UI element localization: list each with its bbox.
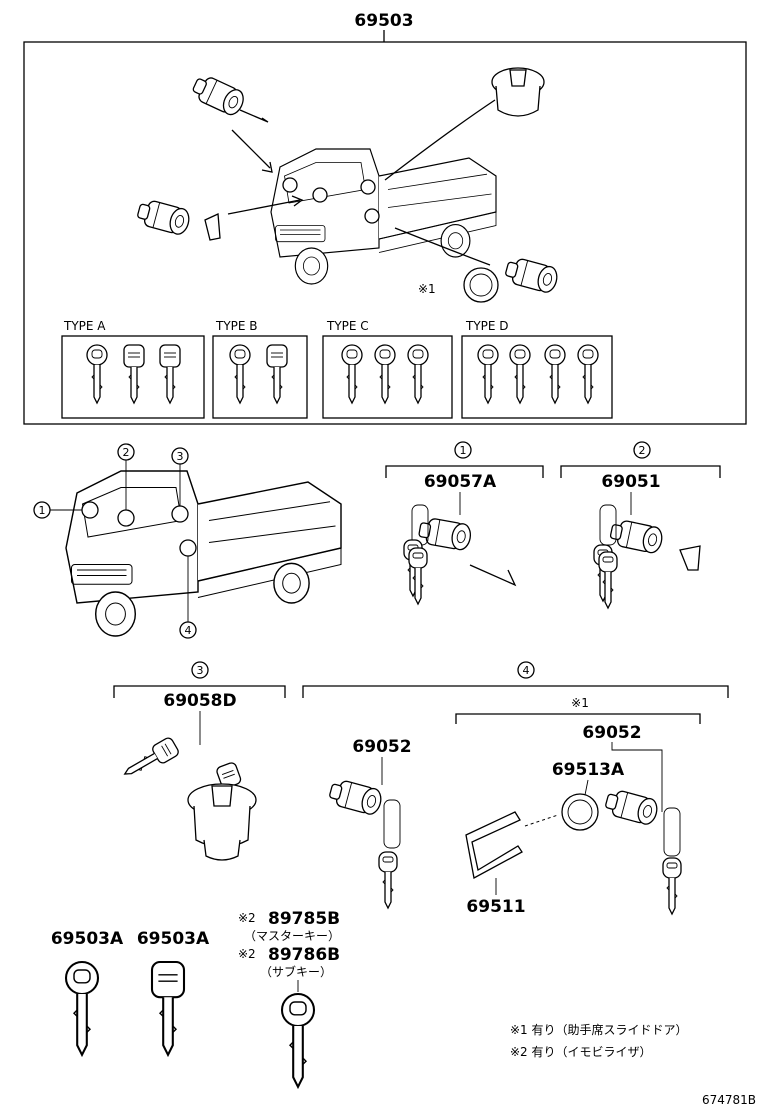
key-icon [123,344,145,404]
key-icon [407,344,429,404]
retainer-clip-icon [465,811,523,879]
key-icon [229,344,251,404]
part-label: 89786B [268,945,340,965]
key-icon [266,344,288,404]
svg-text:※1: ※1 [418,282,436,296]
key-icon [280,992,316,1088]
svg-text:TYPE C: TYPE C [326,319,369,333]
key-note: （マスターキー） [244,929,340,943]
key-icon [374,344,396,404]
key-icon [150,960,186,1056]
lock-cylinder-icon [602,787,661,827]
lock-ring-icon [561,793,599,831]
key-icon [341,344,363,404]
assembly-box [23,41,747,425]
key-icon [577,344,599,404]
key-note: （サブキー） [260,964,332,979]
svg-text:1: 1 [39,504,46,517]
svg-text:TYPE B: TYPE B [215,319,258,333]
lock-cylinder-icon [502,255,561,295]
lock-cylinder-icon [416,515,473,552]
svg-text:TYPE D: TYPE D [465,319,509,333]
key-icon [64,960,100,1056]
note: ※2 有り（イモビライザ） [510,1045,652,1059]
lock-cylinder-icon [326,777,385,817]
part-label: 69511 [466,897,525,917]
svg-text:2: 2 [123,446,130,459]
key-icon [119,735,181,784]
key-icon [378,851,398,909]
svg-text:4: 4 [185,624,192,637]
svg-text:3: 3 [177,450,184,463]
key-icon [509,344,531,404]
truck-icon [65,470,342,637]
fuel-cap-icon [187,783,257,861]
mark: ※1 [571,696,589,710]
note: ※1 有り（助手席スライドドア） [510,1022,688,1037]
key-icon [662,857,682,915]
part-label: 69503A [51,929,124,949]
part-label: 69057A [424,472,497,492]
svg-text:1: 1 [460,444,467,457]
part-label: 69513A [552,760,625,780]
fuel-cap-icon [491,67,545,117]
svg-text:4: 4 [523,664,530,677]
svg-text:TYPE A: TYPE A [63,319,106,333]
part-label: 69052 [352,737,411,757]
key-icon [159,344,181,404]
mark: ※2 [238,947,256,961]
mark: ※2 [238,911,256,925]
lock-ring-icon [463,267,499,303]
part-label: 69052 [582,723,641,743]
part-label: 69503A [137,929,210,949]
figure-code: 674781B [702,1093,756,1107]
part-label: 89785B [268,909,340,929]
key-icon [86,344,108,404]
lock-cylinder-icon [134,197,193,237]
truck-icon [270,148,497,285]
part-label: 69058D [163,691,236,711]
part-label: 69051 [601,472,660,492]
key-icon [544,344,566,404]
key-icon [477,344,499,404]
lock-cylinder-icon [608,517,665,556]
assembly-number: 69503 [354,11,413,31]
lock-cylinder-icon [189,71,248,119]
svg-text:3: 3 [197,664,204,677]
svg-text:2: 2 [639,444,646,457]
